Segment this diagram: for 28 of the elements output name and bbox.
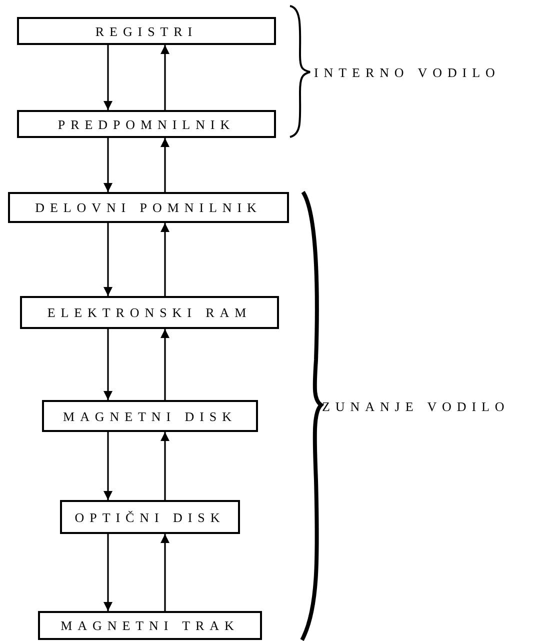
box-label: OPTIČNI DISK xyxy=(74,510,226,524)
box-label: ELEKTRONSKI RAM xyxy=(47,306,252,319)
process-box xyxy=(8,192,289,223)
arrow xyxy=(104,223,112,296)
arrow xyxy=(160,329,170,400)
process-box xyxy=(20,296,279,329)
arrow xyxy=(104,432,112,500)
arrow xyxy=(104,45,112,110)
box-label: PREDPOMNILNIK xyxy=(58,118,236,130)
arrow xyxy=(160,45,170,110)
process-box xyxy=(60,500,240,534)
process-box xyxy=(42,400,258,432)
process-box xyxy=(17,110,276,138)
arrow xyxy=(104,329,112,400)
arrow xyxy=(104,138,112,192)
bus-label: ZUNANJE VODILO xyxy=(322,400,510,413)
bus-label: INTERNO VODILO xyxy=(314,66,500,79)
box-label: MAGNETNI TRAK xyxy=(60,619,240,632)
arrow xyxy=(160,223,170,296)
arrow xyxy=(160,534,170,611)
box-label: REGISTRI xyxy=(95,24,198,38)
box-label: DELOVNI POMNILNIK xyxy=(35,201,262,214)
process-box xyxy=(17,17,276,45)
arrow xyxy=(160,432,170,500)
process-box xyxy=(38,611,262,640)
box-label: MAGNETNI DISK xyxy=(63,410,237,422)
arrow xyxy=(104,534,112,611)
arrow xyxy=(160,138,170,192)
